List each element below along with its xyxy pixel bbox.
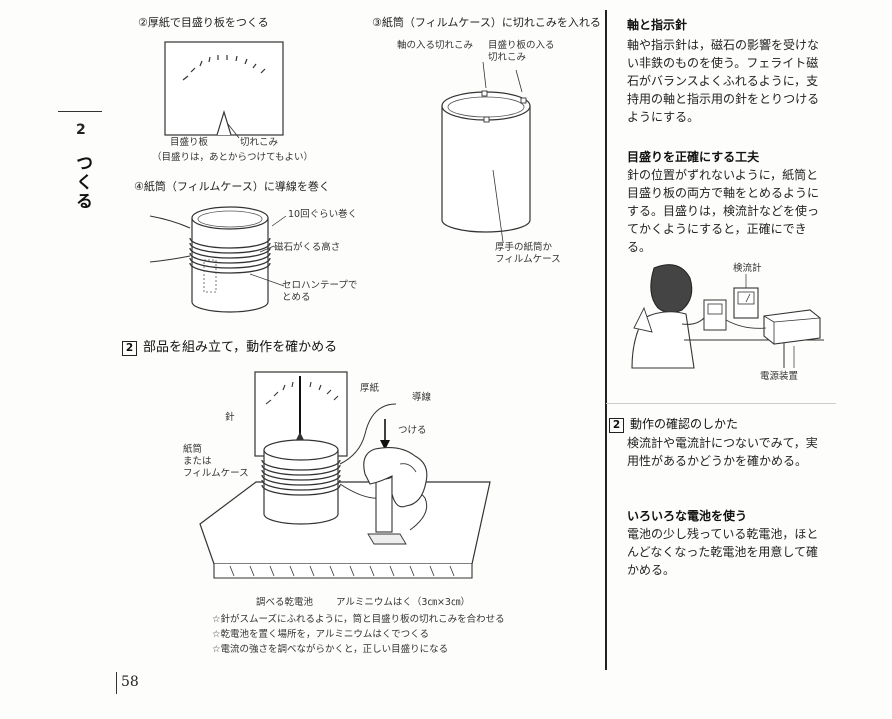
sec1-body: 軸や指示針は，磁石の影響を受けない非鉄のものを使う。フェライト磁石がバランスよく… xyxy=(627,38,820,124)
right-rule xyxy=(606,403,836,404)
assembly-note-3: ☆電流の強さを調べながらかくと，正しい目盛りになる xyxy=(212,644,449,655)
step4-leader-lines xyxy=(249,215,287,287)
sec3-title: 動作の確認のしかた xyxy=(630,417,739,431)
step3-label-board-notch: 目盛り板の入る 切れこみ xyxy=(488,40,555,63)
assembly-label-needle: 針 xyxy=(225,412,235,423)
illus-label-meter: 検流計 xyxy=(733,263,762,274)
chapter-title: つくる xyxy=(72,154,92,211)
assembly-label-attach: つける xyxy=(398,425,427,436)
assembly-heading: 2 部品を組み立て，動作を確かめる xyxy=(122,336,337,356)
sec2-body: 針の位置がずれないように，紙筒と目盛り板の両方で軸をとめるようにする。目盛りは，… xyxy=(627,168,820,254)
assembly-label-tube: 紙筒 または フィルムケース xyxy=(183,444,249,479)
sec3-body: 検流計や電流計につないでみて，実用性があるかどうかを確かめる。 xyxy=(627,436,818,468)
sec4-body: 電池の少し残っている乾電池，ほとんどなくなった乾電池を用意して確かめる。 xyxy=(627,527,819,577)
assembly-section-title: 部品を組み立て，動作を確かめる xyxy=(143,340,338,355)
page-number: 58 xyxy=(121,674,139,690)
step3-label-tube: 厚手の紙筒か フィルムケース xyxy=(495,242,561,265)
assembly-label-battery: 調べる乾電池 xyxy=(256,597,314,608)
sec1-title: 軸と指示針 xyxy=(627,18,688,32)
step4-label-tape: セロハンテープで とめる xyxy=(282,280,358,303)
assembly-label-wire: 導線 xyxy=(412,392,432,403)
step4-label-turns: 10回ぐらい巻く xyxy=(288,209,358,220)
measurement-illustration xyxy=(631,264,824,369)
step2-label-notch: 切れこみ xyxy=(240,137,279,148)
sec3-heading: 2 動作の確認のしかた xyxy=(609,415,738,433)
assembly-section-number: 2 xyxy=(122,341,137,356)
illus-label-power: 電源装置 xyxy=(760,371,799,382)
paper-tube-illustration xyxy=(441,61,531,243)
assembly-label-cardboard: 厚紙 xyxy=(360,383,380,394)
chapter-number: 2 xyxy=(76,122,86,138)
step2-label-board: 目盛り板 xyxy=(170,137,209,148)
page-number-rule xyxy=(116,672,117,694)
column-divider xyxy=(605,10,607,670)
assembly-label-foil: アルミニウムはく（3㎝×3㎝） xyxy=(336,597,470,608)
step2-note: （目盛りは，あとからつけてもよい） xyxy=(152,152,314,163)
scale-board-illustration xyxy=(164,41,284,139)
step4-label-height: 磁石がくる高さ xyxy=(274,242,341,253)
assembly-note-2: ☆乾電池を置く場所を，アルミニウムはくでつくる xyxy=(212,629,429,640)
sec2-title: 目盛りを正確にする工夫 xyxy=(627,150,760,164)
step3-title: ③紙筒（フィルムケース）に切れこみを入れる xyxy=(372,16,601,29)
sec4-title: いろいろな電池を使う xyxy=(627,509,748,523)
assembly-note-1: ☆針がスムーズにふれるように，筒と目盛り板の切れこみを合わせる xyxy=(212,614,505,625)
sec3-number: 2 xyxy=(609,418,624,433)
step2-title: ②厚紙で目盛り板をつくる xyxy=(138,16,269,29)
coiled-tube-illustration xyxy=(149,206,271,313)
assembly-illustration xyxy=(199,371,491,579)
step4-title: ④紙筒（フィルムケース）に導線を巻く xyxy=(134,180,330,193)
side-tab-rule xyxy=(58,111,102,113)
step3-label-axis-notch: 軸の入る切れこみ xyxy=(397,40,474,51)
